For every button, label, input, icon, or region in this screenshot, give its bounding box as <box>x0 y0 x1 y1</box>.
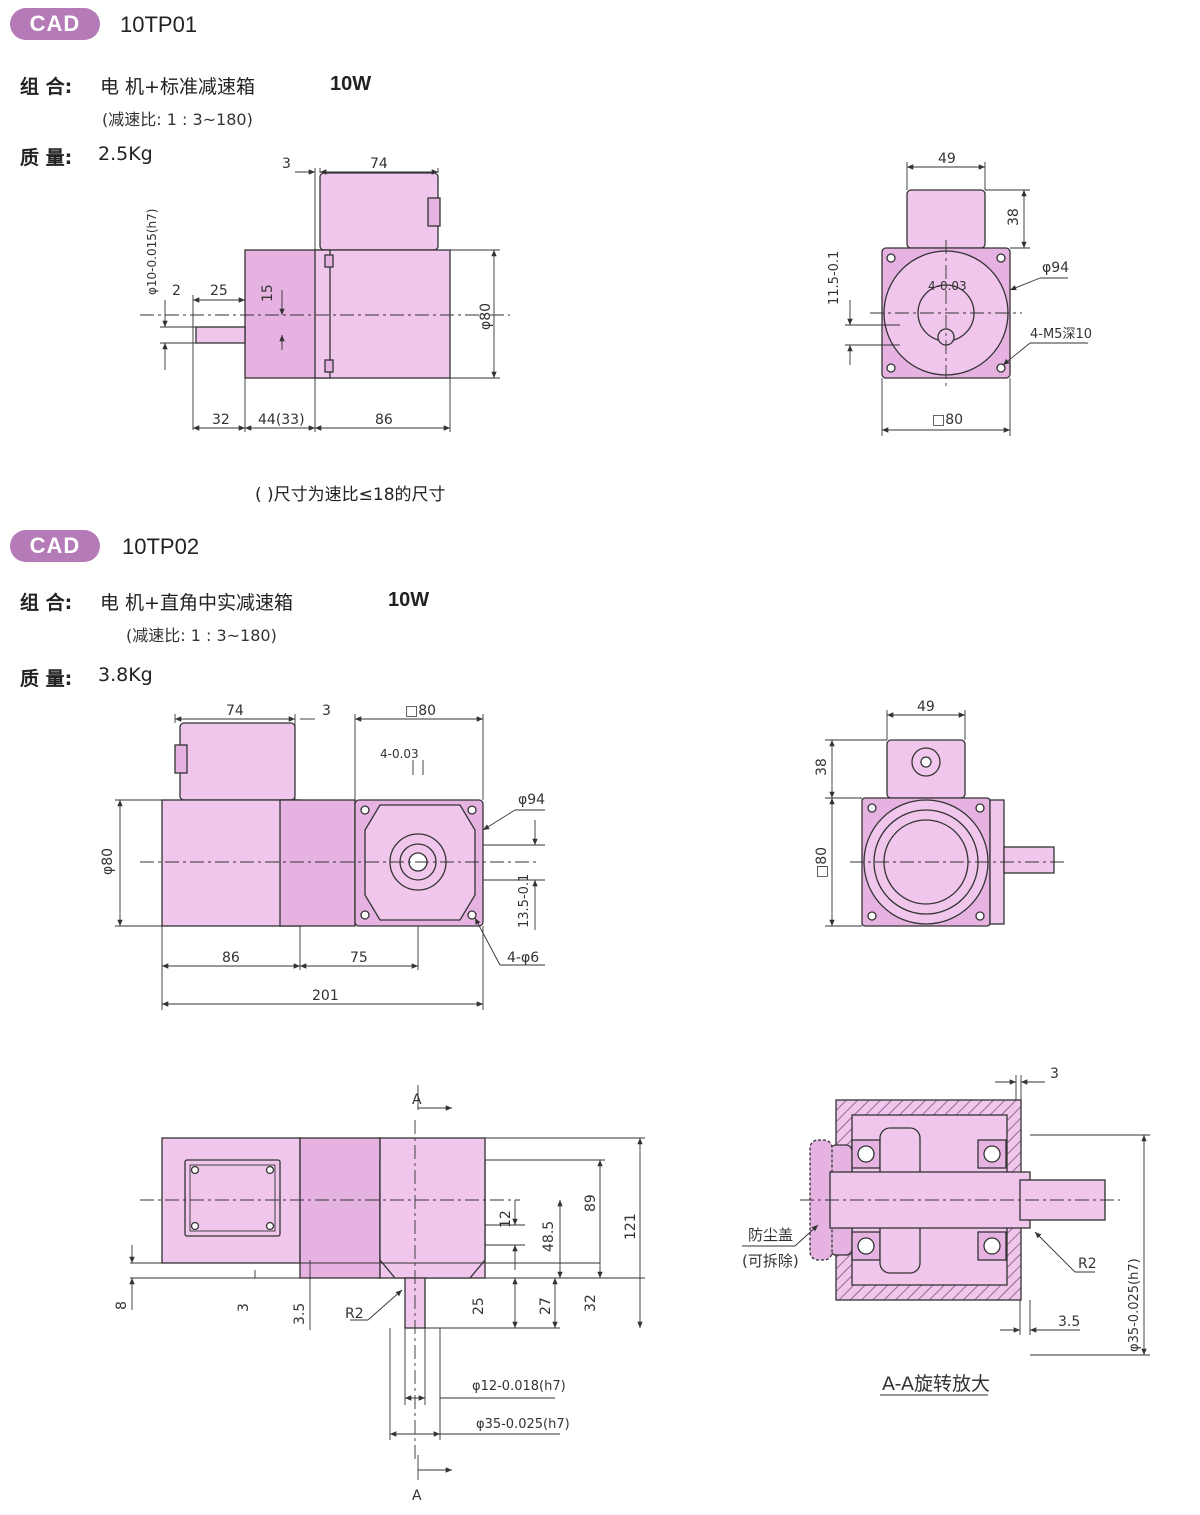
svg-text:32: 32 <box>212 412 230 428</box>
tp01-side-labels: 3 74 2 25 15 φ10-0.015(h7) φ80 32 44(33)… <box>145 156 494 428</box>
svg-text:φ35-0.025(h7): φ35-0.025(h7) <box>1127 1258 1142 1352</box>
svg-text:74: 74 <box>226 703 244 719</box>
combo-label-2: 组 合: <box>20 592 73 614</box>
tp01-front-labels: 49 38 φ94 4-0.03 11.5-0.1 4-M5深10 □80 <box>827 151 1092 428</box>
svg-text:□80: □80 <box>405 703 436 719</box>
svg-text:φ35-0.025(h7): φ35-0.025(h7) <box>476 1417 570 1432</box>
mass-label-2: 质 量: <box>20 668 73 690</box>
svg-text:201: 201 <box>312 988 339 1004</box>
svg-text:32: 32 <box>583 1294 599 1312</box>
model-name-1: 10TP01 <box>120 12 198 37</box>
svg-text:13.5-0.1: 13.5-0.1 <box>517 874 532 928</box>
svg-text:φ10-0.015(h7): φ10-0.015(h7) <box>145 209 159 295</box>
svg-text:R2: R2 <box>345 1306 364 1322</box>
svg-text:49: 49 <box>917 699 935 715</box>
tp02-side-labels: 74 3 □80 4-0.03 φ94 φ80 13.5-0.1 4-φ6 86… <box>100 703 545 1004</box>
svg-text:4-0.03: 4-0.03 <box>380 747 419 761</box>
svg-text:2: 2 <box>172 283 181 299</box>
svg-text:12: 12 <box>498 1210 514 1228</box>
cad-badge-2[interactable]: CAD <box>10 530 100 562</box>
tp02-bottom-view <box>140 1120 520 1460</box>
svg-text:R2: R2 <box>1078 1256 1097 1272</box>
svg-text:49: 49 <box>938 151 956 167</box>
mass-value-2: 3.8Kg <box>98 664 153 686</box>
svg-text:89: 89 <box>583 1194 599 1212</box>
svg-text:75: 75 <box>350 950 368 966</box>
svg-text:86: 86 <box>222 950 240 966</box>
aa-section-labels: 3 防尘盖 (可拆除) R2 3.5 φ35-0.025(h7) A-A旋转放大 <box>742 1066 1142 1395</box>
svg-text:A: A <box>412 1092 422 1108</box>
svg-text:86: 86 <box>375 412 393 428</box>
svg-text:3: 3 <box>1050 1066 1059 1082</box>
svg-text:A-A旋转放大: A-A旋转放大 <box>882 1373 990 1395</box>
svg-text:44(33): 44(33) <box>258 412 305 428</box>
combo-label-1: 组 合: <box>20 76 73 98</box>
svg-text:4-M5深10: 4-M5深10 <box>1030 327 1092 342</box>
svg-text:防尘盖: 防尘盖 <box>748 1226 793 1244</box>
svg-text:121: 121 <box>623 1213 639 1240</box>
svg-text:□80: □80 <box>932 412 963 428</box>
svg-text:15: 15 <box>260 284 276 302</box>
svg-text:38: 38 <box>814 758 830 776</box>
tp02-side-dims <box>115 714 545 1010</box>
svg-text:8: 8 <box>114 1301 130 1310</box>
mass-value-1: 2.5Kg <box>98 143 153 165</box>
svg-text:25: 25 <box>471 1297 487 1315</box>
tp02-front-view <box>850 739 1065 927</box>
svg-text:48.5: 48.5 <box>541 1221 557 1252</box>
svg-text:38: 38 <box>1006 208 1022 226</box>
svg-text:3: 3 <box>322 703 331 719</box>
svg-text:□80: □80 <box>814 847 830 878</box>
combo-value-1: 电 机+标准减速箱 <box>100 76 255 98</box>
svg-text:φ94: φ94 <box>518 792 545 808</box>
svg-text:(可拆除): (可拆除) <box>742 1252 799 1270</box>
combo-value-2: 电 机+直角中实减速箱 <box>100 592 293 614</box>
svg-text:74: 74 <box>370 156 388 172</box>
svg-text:4-φ6: 4-φ6 <box>507 950 539 966</box>
tp01-front-view <box>870 189 1022 386</box>
tp02-bottom-dims <box>129 1085 645 1480</box>
svg-text:3: 3 <box>236 1303 252 1312</box>
svg-text:4-0.03: 4-0.03 <box>928 279 967 293</box>
svg-text:A: A <box>412 1488 422 1504</box>
svg-text:φ94: φ94 <box>1042 260 1069 276</box>
svg-text:φ80: φ80 <box>478 303 494 330</box>
power-1: 10W <box>330 73 372 95</box>
svg-text:φ80: φ80 <box>100 848 116 875</box>
tp02-front-dims <box>825 710 966 927</box>
tp02-front-labels: 49 38 □80 <box>814 699 935 878</box>
aa-section-view <box>800 1099 1120 1301</box>
tp01-front-dims <box>845 162 1088 436</box>
tp01-side-dims <box>160 168 500 432</box>
dimension-note: ( )尺寸为速比≤18的尺寸 <box>255 485 446 505</box>
ratio-1: (减速比: 1 : 3~180) <box>102 110 253 129</box>
aa-section-dims <box>742 1075 1150 1396</box>
svg-text:11.5-0.1: 11.5-0.1 <box>827 251 842 305</box>
svg-text:3.5: 3.5 <box>1058 1314 1080 1330</box>
cad-badge-1[interactable]: CAD <box>10 8 100 40</box>
mass-label-1: 质 量: <box>20 147 73 169</box>
svg-text:25: 25 <box>210 283 228 299</box>
svg-text:3: 3 <box>282 156 291 172</box>
power-2: 10W <box>388 589 430 611</box>
svg-text:φ12-0.018(h7): φ12-0.018(h7) <box>472 1379 566 1394</box>
ratio-2: (减速比: 1 : 3~180) <box>126 626 277 645</box>
model-name-2: 10TP02 <box>122 534 200 559</box>
tp02-bottom-labels: A A 12 48.5 89 121 8 3 3.5 R2 25 27 32 φ… <box>114 1092 639 1504</box>
tp01-side-view <box>140 172 510 379</box>
svg-text:27: 27 <box>538 1297 554 1315</box>
tp02-side-view <box>140 722 540 927</box>
svg-text:3.5: 3.5 <box>292 1303 308 1325</box>
